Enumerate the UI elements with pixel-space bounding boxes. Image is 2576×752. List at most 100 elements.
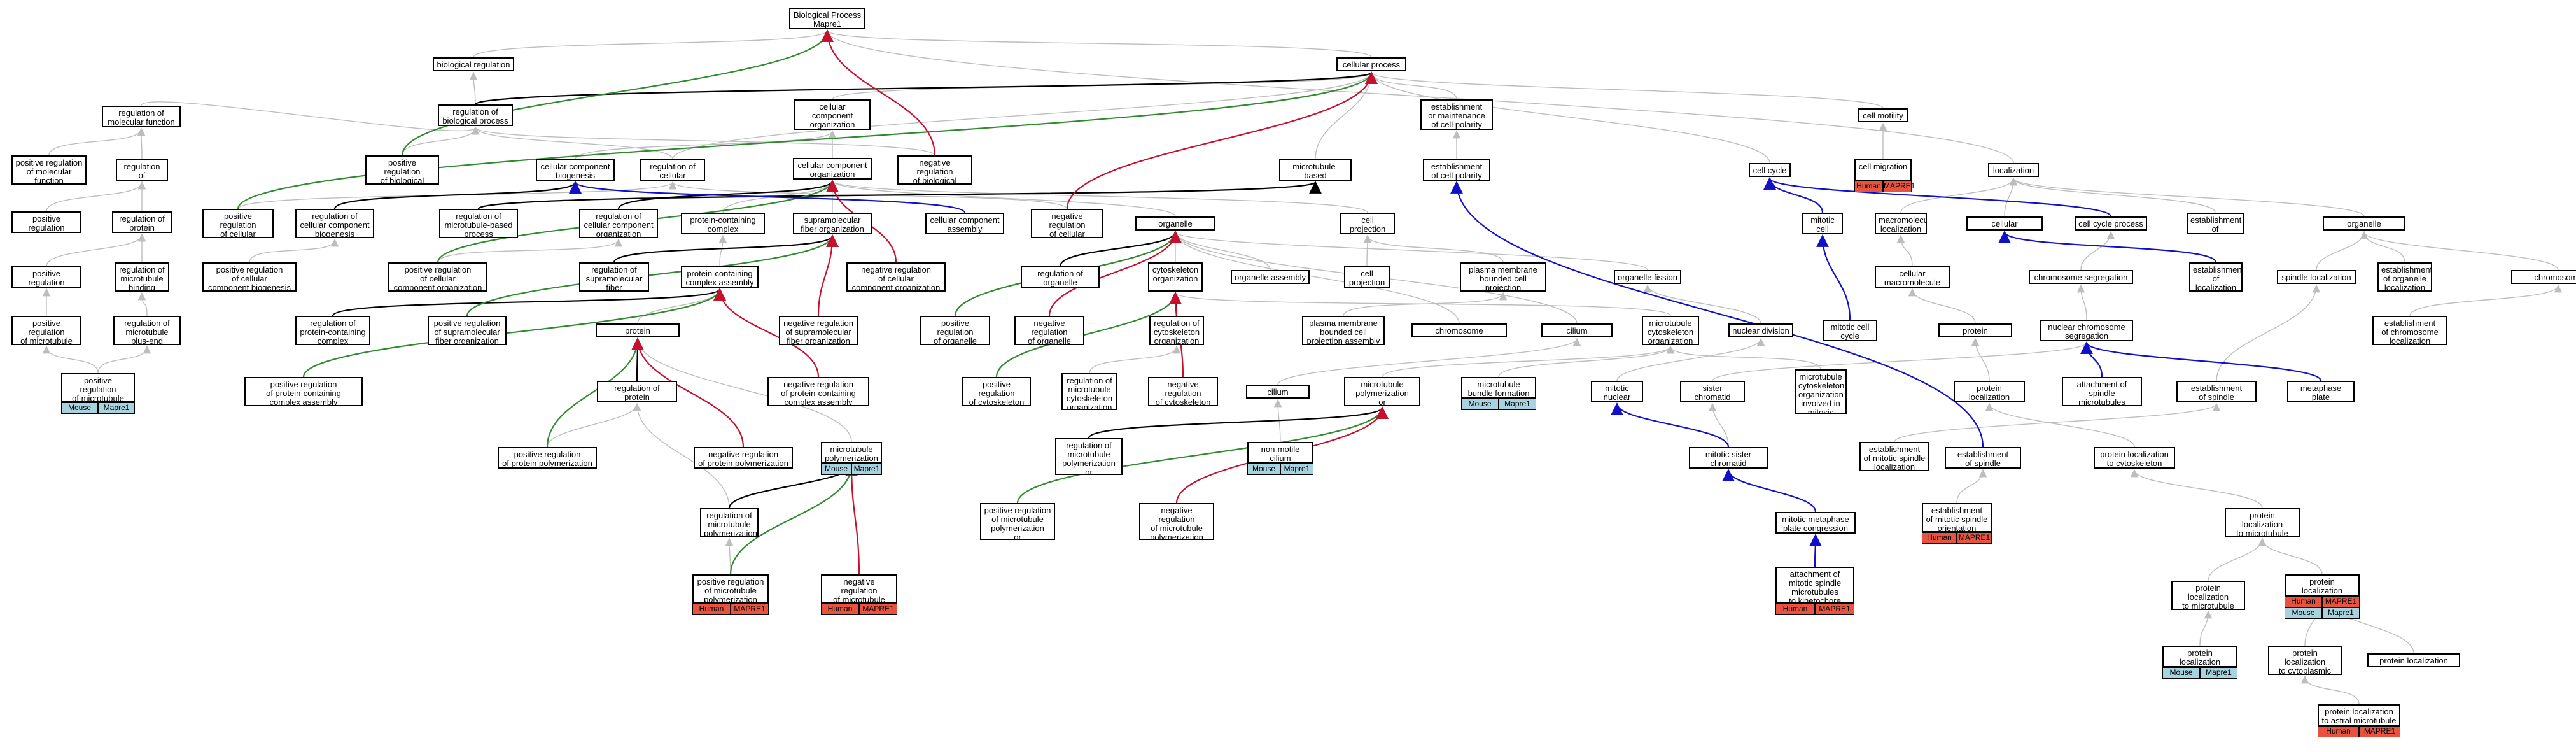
go-term-bioreg[interactable]: biological regulation	[433, 57, 514, 71]
go-term-negregmtpoly[interactable]: negative regulation of microtubule polym…	[821, 574, 897, 604]
go-term-pmbcpassembly[interactable]: plasma membrane bounded cell projection …	[1302, 316, 1385, 345]
go-term-chromseg[interactable]: chromosome segregation	[2029, 270, 2133, 284]
go-term-estmitspindleori[interactable]: establishment of mitotic spindle orienta…	[1922, 503, 1992, 532]
go-term-mtbundle[interactable]: microtubule bundle formation	[1461, 377, 1536, 399]
go-term-orgorg[interactable]: organelle organization	[1135, 216, 1215, 231]
go-term-protlocastral[interactable]: protein localization to astral microtubu…	[2318, 704, 2400, 726]
go-term-posregbinding[interactable]: positive regulation of binding	[11, 211, 81, 233]
go-term-protlocmt[interactable]: protein localization to microtubule	[2285, 574, 2360, 596]
go-term-mtcskorg[interactable]: microtubule cytoskeleton organization	[1642, 316, 1699, 345]
go-term-regcellproc[interactable]: regulation of cellular process	[640, 159, 705, 181]
go-term-cellloc[interactable]: cellular localization	[1966, 216, 2043, 231]
go-term-nucchromseg[interactable]: nuclear chromosome segregation	[2040, 320, 2133, 341]
go-term-protloctoorg[interactable]: protein localization to organelle	[1954, 381, 2025, 402]
go-term-orgassembly[interactable]: organelle assembly	[1231, 270, 1310, 284]
go-term-ccob[interactable]: cellular component organization or bioge…	[794, 99, 871, 130]
go-term-cskorg[interactable]: cytoskeleton organization	[1148, 262, 1203, 292]
go-term-regpcassembly[interactable]: regulation of protein-containing complex…	[295, 316, 370, 345]
go-term-ciliumassembly[interactable]: cilium assembly	[1246, 385, 1310, 399]
go-term-negregmtpoldepol[interactable]: negative regulation of microtubule polym…	[1139, 503, 1214, 540]
go-term-regcskorg[interactable]: regulation of cytoskeleton organization	[1149, 316, 1204, 345]
go-term-posregcellproc[interactable]: positive regulation of cellular process	[202, 209, 274, 238]
go-term-estcellpol[interactable]: establishment or maintenance of cell pol…	[1420, 99, 1493, 130]
go-term-posregmtpoly[interactable]: positive regulation of microtubule polym…	[692, 574, 769, 604]
go-term-posregmtpoldepol[interactable]: positive regulation of microtubule polym…	[980, 503, 1055, 540]
go-term-regmtbinding[interactable]: regulation of microtubule binding	[115, 262, 169, 292]
go-term-protloccsk[interactable]: protein localization to cytoskeleton	[2094, 447, 2175, 469]
go-term-protloc[interactable]: protein localization	[1938, 323, 2012, 337]
go-term-protloccentro[interactable]: protein localization to centrosome	[2162, 646, 2237, 667]
go-term-spindleloc[interactable]: spindle localization	[2277, 270, 2356, 284]
go-term-regprotpoly[interactable]: regulation of protein polymerization	[597, 381, 677, 402]
go-term-attachmitkin[interactable]: attachment of mitotic spindle microtubul…	[1775, 567, 1854, 604]
go-term-posregcskorg[interactable]: positive regulation of cytoskeleton orga…	[962, 377, 1031, 406]
go-term-regmtcskorg[interactable]: regulation of microtubule cytoskeleton o…	[1061, 373, 1117, 410]
go-term-estcellpol2[interactable]: establishment of cell polarity	[1423, 159, 1490, 181]
go-term-ccbiogen[interactable]: cellular component biogenesis	[536, 159, 615, 181]
go-term-protpoly[interactable]: protein polymerization	[596, 323, 680, 337]
go-term-protlocmtoc[interactable]: protein localization to microtubule orga…	[2171, 581, 2245, 610]
go-term-mtpoldepol[interactable]: microtubule polymerization or depolymeri…	[1344, 377, 1420, 406]
go-term-cellmot[interactable]: cell motility	[1858, 108, 1908, 122]
go-term-posregccbiogen[interactable]: positive regulation of cellular componen…	[202, 262, 297, 292]
go-term-regprotbinding[interactable]: regulation of protein binding	[112, 211, 172, 233]
go-term-nucdiv[interactable]: nuclear division	[1728, 323, 1793, 337]
go-term-protlocspindle[interactable]: protein localization to spindle microtub…	[2367, 653, 2460, 667]
go-term-pccorg[interactable]: protein-containing complex organization	[681, 213, 765, 234]
go-term-regbinding[interactable]: regulation of binding	[116, 159, 168, 181]
go-term-mitccproc[interactable]: mitotic cell cycle process	[1823, 320, 1877, 341]
go-term-estloccell[interactable]: establishment of localization in cell	[2189, 262, 2243, 292]
go-term-ccproc[interactable]: cell cycle process	[2075, 216, 2147, 231]
go-term-pcassembly[interactable]: protein-containing complex assembly	[681, 266, 759, 288]
go-term-estloc[interactable]: establishment of localization	[2187, 213, 2244, 234]
go-term-ciliumorg[interactable]: cilium organization	[1541, 323, 1613, 337]
go-term-regccbiogen[interactable]: regulation of cellular component biogene…	[295, 209, 374, 238]
go-term-posregpcassembly[interactable]: positive regulation of protein-containin…	[244, 377, 363, 406]
go-term-mcskmitosis[interactable]: microtubule cytoskeleton organization in…	[1795, 369, 1847, 414]
go-term-posregmolfn[interactable]: positive regulation of molecular functio…	[11, 155, 87, 185]
go-term-mitnucdiv[interactable]: mitotic nuclear division	[1591, 381, 1643, 402]
go-term-negregpcassembly[interactable]: negative regulation of protein-containin…	[767, 377, 869, 406]
go-term-protloccytomt[interactable]: protein localization to cytoplasmic micr…	[2268, 646, 2342, 675]
go-term-attachkin[interactable]: attachment of spindle microtubules to ki…	[2062, 377, 2142, 406]
go-term-estspindleloc[interactable]: establishment of spindle localization	[2176, 381, 2257, 402]
go-term-mitcellcycle[interactable]: mitotic cell cycle	[1802, 213, 1843, 234]
go-term-sisterseg[interactable]: sister chromatid segregation	[1680, 381, 1745, 402]
go-term-posregbioproc[interactable]: positive regulation of biological proces…	[365, 155, 439, 185]
go-term-posregprotbinding[interactable]: positive regulation of protein binding	[11, 266, 81, 288]
go-term-regmtpoldepol[interactable]: regulation of microtubule polymerization…	[1055, 438, 1123, 475]
go-term-macromolloc[interactable]: macromolecule localization	[1875, 213, 1927, 234]
go-term-cellprojorg[interactable]: cell projection organization	[1340, 213, 1395, 234]
go-term-negregcskorg[interactable]: negative regulation of cytoskeleton orga…	[1148, 377, 1218, 406]
go-term-posregccorg[interactable]: positive regulation of cellular componen…	[388, 262, 487, 292]
go-term-cellmacroloc[interactable]: cellular macromolecule localization	[1875, 266, 1950, 288]
go-term-estchromloc[interactable]: establishment of chromosome localization	[2372, 316, 2447, 345]
go-term-mitsisterseg[interactable]: mitotic sister chromatid segregation	[1689, 447, 1768, 469]
go-term-estspindleori[interactable]: establishment of spindle orientation	[1945, 447, 2021, 469]
go-term-estorgloc[interactable]: establishment of organelle localization	[2377, 262, 2432, 292]
go-term-nonmotcilium[interactable]: non-motile cilium assembly	[1247, 442, 1313, 464]
go-term-localization[interactable]: localization	[1988, 163, 2039, 177]
go-term-posregorgorg[interactable]: positive regulation of organelle organiz…	[920, 316, 990, 345]
go-term-chromorg[interactable]: chromosome organization	[1411, 323, 1507, 337]
go-term-mtpoly[interactable]: microtubule polymerization	[821, 442, 882, 464]
go-term-chromloc[interactable]: chromosome localization	[2511, 270, 2576, 284]
go-term-posmtpebinding[interactable]: positive regulation of microtubule plus-…	[61, 373, 135, 402]
go-term-negregbioproc[interactable]: negative regulation of biological proces…	[897, 155, 972, 185]
go-term-negregccorg[interactable]: negative regulation of cellular componen…	[846, 262, 946, 292]
go-term-regmtpebinding[interactable]: regulation of microtubule plus-end bindi…	[113, 316, 181, 345]
go-term-cellproc[interactable]: cellular process	[1336, 57, 1406, 71]
go-term-ccorg[interactable]: cellular component organization	[793, 158, 872, 180]
go-term-regmtbased[interactable]: regulation of microtubule-based process	[439, 209, 518, 238]
go-term-cellprojassembly[interactable]: cell projection assembly	[1344, 266, 1390, 288]
go-term-regmtpoly[interactable]: regulation of microtubule polymerization	[700, 508, 759, 537]
go-term-regmolfn[interactable]: regulation of molecular function	[102, 106, 181, 127]
go-term-posregsmfo[interactable]: positive regulation of supramolecular fi…	[428, 316, 507, 345]
go-term-cellmig[interactable]: cell migration	[1854, 159, 1912, 181]
go-term-mitmetaplate[interactable]: mitotic metaphase plate congression	[1775, 512, 1856, 534]
go-term-posregprotpoly[interactable]: positive regulation of protein polymeriz…	[498, 447, 597, 469]
go-term-mtbased[interactable]: microtubule-based process	[1279, 159, 1352, 181]
go-term-cellcycle[interactable]: cell cycle	[1749, 163, 1791, 177]
go-term-regbioproc[interactable]: regulation of biological process	[438, 104, 513, 126]
go-term-negregsmfo[interactable]: negative regulation of supramolecular fi…	[779, 316, 858, 345]
